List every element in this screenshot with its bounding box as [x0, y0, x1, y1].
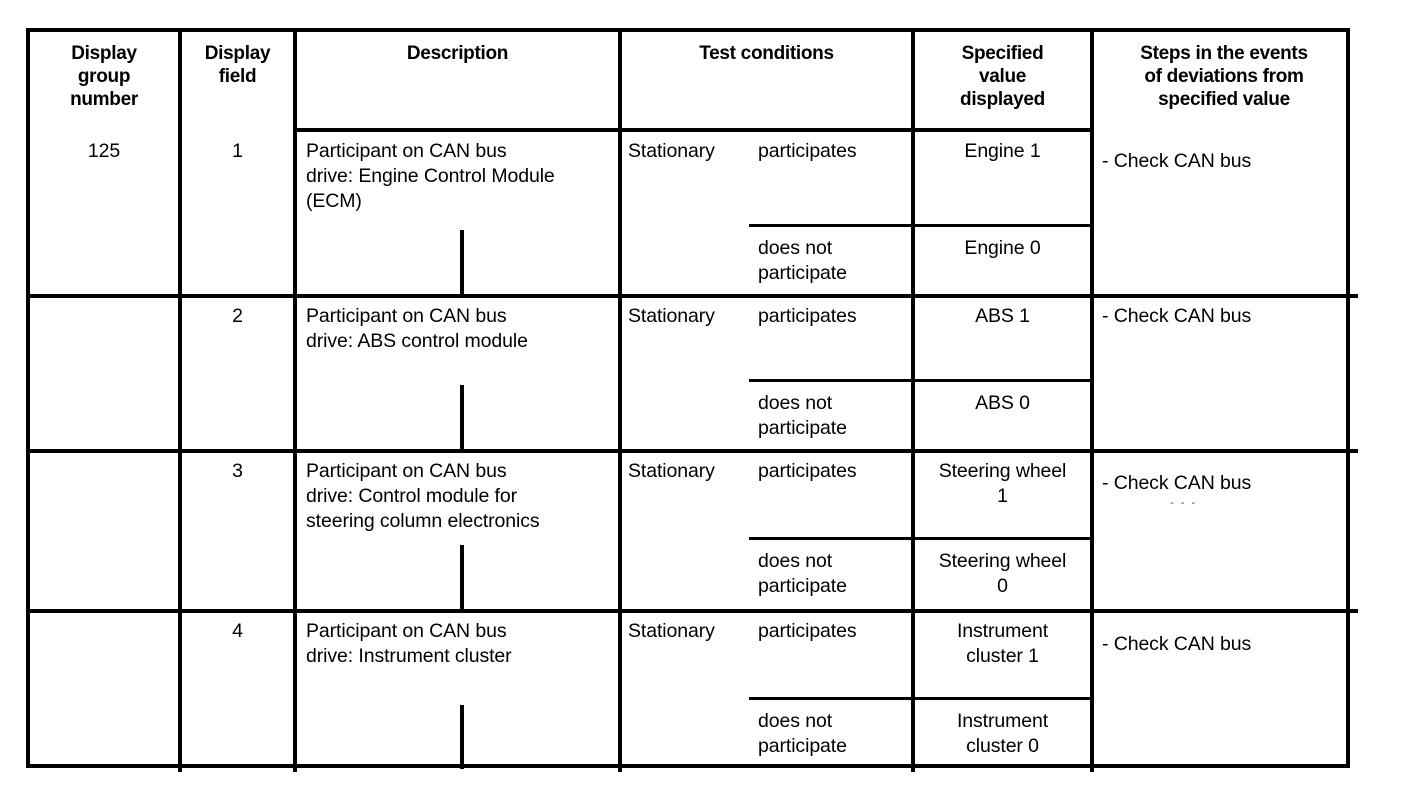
header-display-group-number: Display group number: [70, 43, 138, 110]
row-1-description: Participant on CAN bus drive: Engine Con…: [306, 140, 555, 212]
row-4-state: Stationary: [628, 620, 715, 642]
subrow-divider-4: [749, 697, 1094, 700]
row-3-description: Participant on CAN bus drive: Control mo…: [306, 460, 540, 532]
table-grid: Display group number Display field Descr…: [26, 28, 1358, 772]
row-2-value-participates: ABS 1: [975, 305, 1030, 327]
column-rule-2: [293, 28, 297, 772]
row-2-condition-does-not-participate: does not participate: [758, 392, 847, 439]
header-specified-value: Specified value displayed: [960, 43, 1045, 110]
row-3-value-participates: Steering wheel 1: [938, 460, 1067, 507]
row-1-condition-does-not-participate: does not participate: [758, 237, 847, 284]
row-separator-2: [26, 449, 1358, 453]
row-4-steps: - Check CAN bus: [1102, 633, 1252, 655]
display-group-number-value: 125: [87, 140, 121, 162]
row-4-description: Participant on CAN bus drive: Instrument…: [306, 620, 512, 667]
row-3-state: Stationary: [628, 460, 715, 482]
can-bus-参-table: Display group number Display field Descr…: [26, 28, 1358, 772]
row-2-condition-participates: participates: [758, 305, 857, 327]
header-test-conditions: Test conditions: [699, 43, 834, 64]
subrow-divider-2: [749, 379, 1094, 382]
subrow-divider-1: [749, 224, 1094, 227]
row-4-condition-participates: participates: [758, 620, 857, 642]
row-3-steps: - Check CAN bus: [1102, 472, 1252, 494]
header-display-field: Display field: [204, 43, 271, 87]
row-3-condition-does-not-participate: does not participate: [758, 550, 847, 597]
row-1-value-does-not-participate: Engine 0: [964, 237, 1041, 259]
subrow-divider-3: [749, 537, 1094, 540]
row-1-display-field: 1: [232, 140, 243, 162]
row-1-steps: - Check CAN bus: [1102, 150, 1252, 172]
header-bottom-rule: [293, 128, 1094, 132]
scan-artifact-stub-row-2: [460, 385, 464, 449]
row-separator-1: [26, 294, 1358, 298]
row-2-steps: - Check CAN bus: [1102, 305, 1252, 327]
scan-artifact-stub-row-1: [460, 230, 464, 294]
row-3-display-field: 3: [232, 460, 243, 482]
row-1-value-participates: Engine 1: [964, 140, 1041, 162]
header-description: Description: [406, 43, 509, 64]
header-steps: Steps in the events of deviations from s…: [1140, 43, 1308, 110]
column-rule-3: [618, 28, 622, 772]
row-1-condition-participates: participates: [758, 140, 857, 162]
row-1-state: Stationary: [628, 140, 715, 162]
row-3-condition-participates: participates: [758, 460, 857, 482]
scan-artifact-stub-row-3: [460, 545, 464, 609]
scan-artifact-stub-row-4: [460, 705, 464, 769]
column-rule-4: [911, 28, 915, 772]
row-4-display-field: 4: [232, 620, 243, 642]
row-separator-3: [26, 609, 1358, 613]
column-rule-1: [178, 28, 182, 772]
scan-artifact-speck-row-3: - - -: [1170, 497, 1198, 509]
row-2-display-field: 2: [232, 305, 243, 327]
row-4-condition-does-not-participate: does not participate: [758, 710, 847, 757]
column-rule-5: [1090, 28, 1094, 772]
row-3-value-does-not-participate: Steering wheel 0: [938, 550, 1067, 597]
row-2-description: Participant on CAN bus drive: ABS contro…: [306, 305, 528, 352]
row-4-value-does-not-participate: Instrument cluster 0: [956, 710, 1049, 757]
row-2-state: Stationary: [628, 305, 715, 327]
row-4-value-participates: Instrument cluster 1: [956, 620, 1049, 667]
row-2-value-does-not-participate: ABS 0: [975, 392, 1030, 414]
